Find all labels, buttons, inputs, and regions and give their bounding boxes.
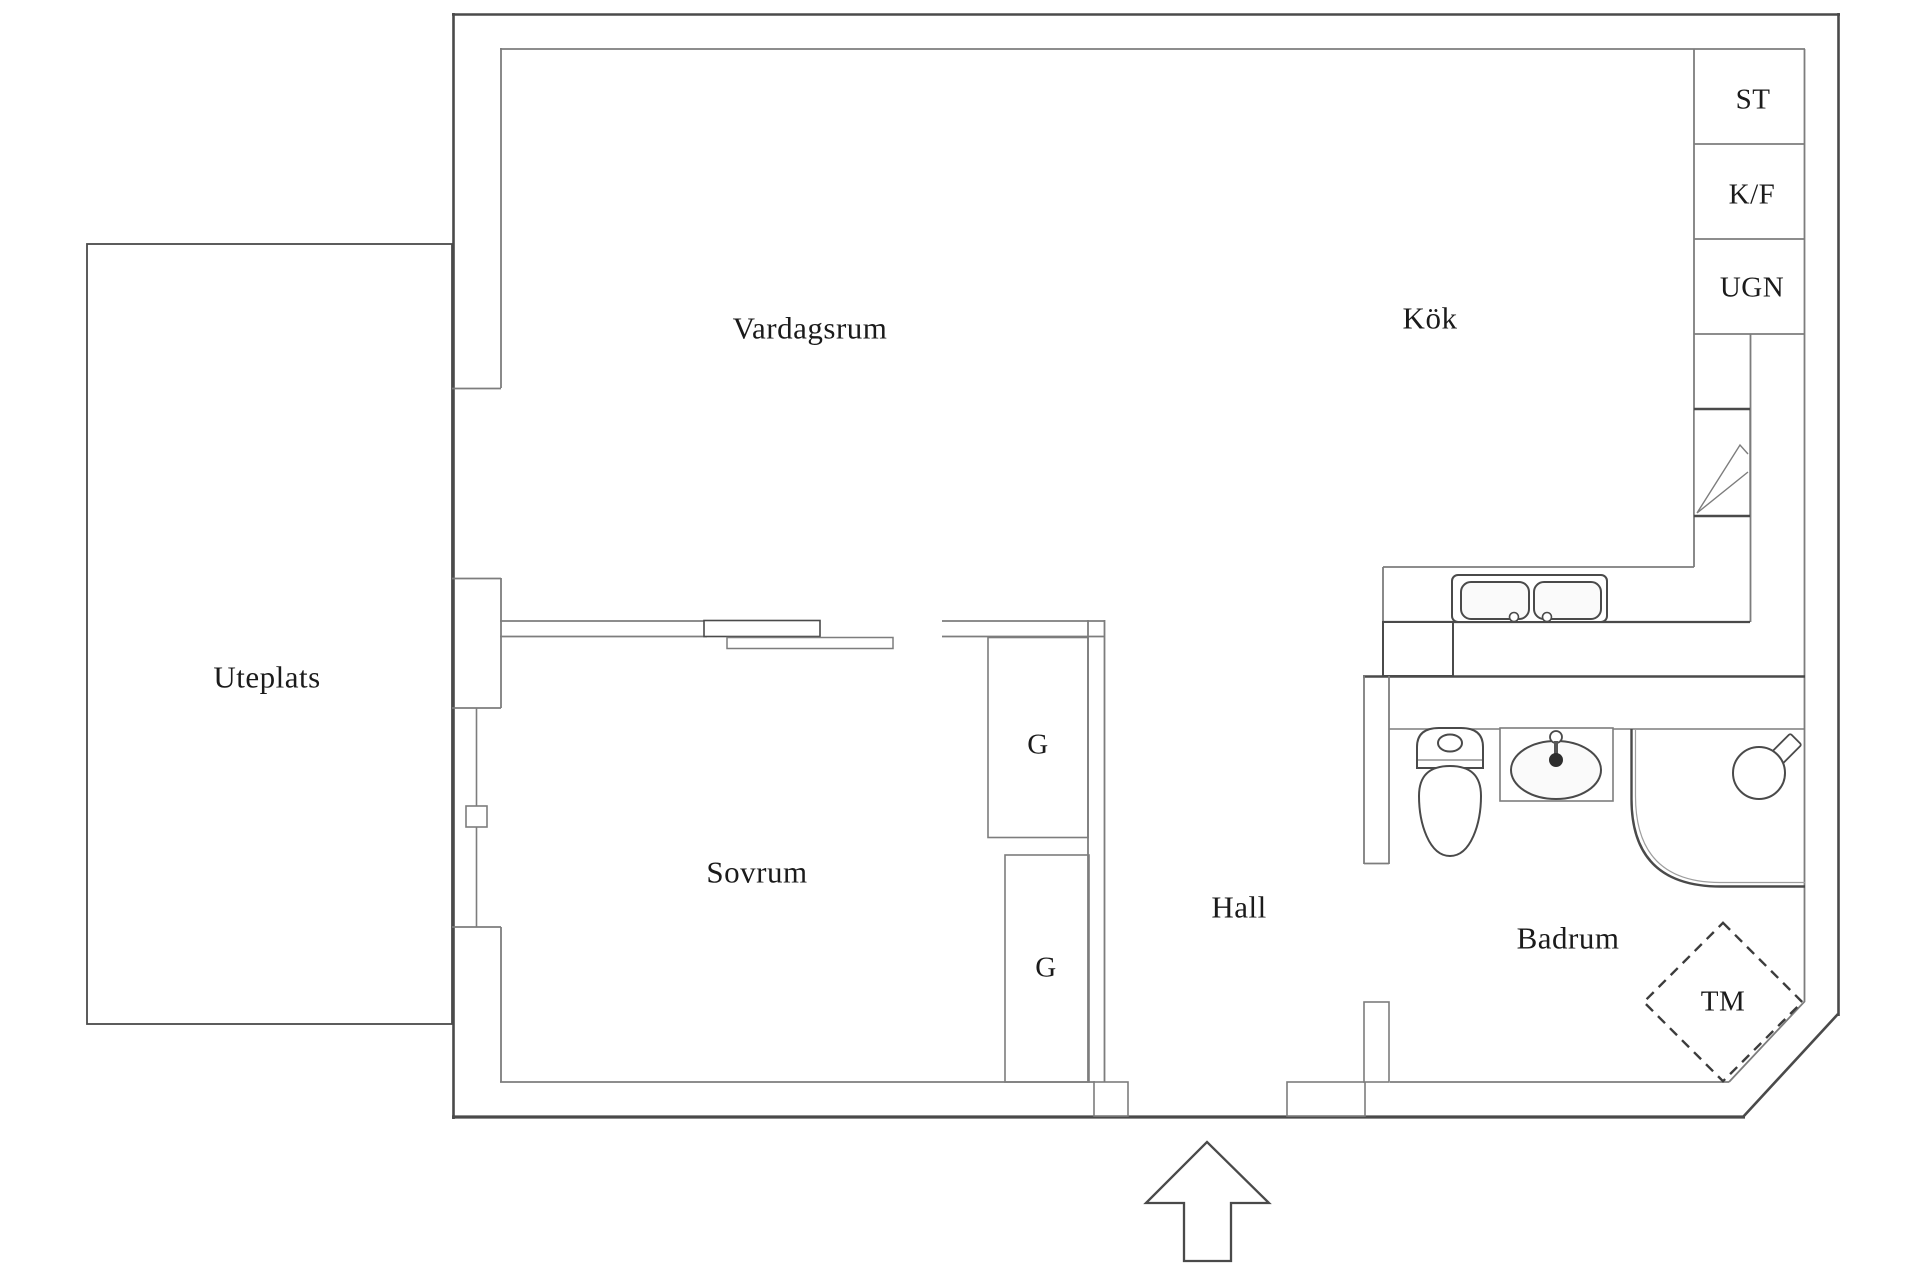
- sink-drain: [1508, 611, 1520, 623]
- kitchen-sink-icon: [1451, 574, 1608, 623]
- window-handle: [465, 805, 488, 828]
- sliding-door-panel: [726, 636, 894, 650]
- closet-label-lower: G: [1035, 951, 1057, 984]
- faucet-stem: [1554, 741, 1558, 757]
- entrance-arrow-icon: [1143, 1140, 1272, 1263]
- window-icon: [452, 707, 501, 928]
- room-label-sovrum: Sovrum: [706, 854, 808, 890]
- corner-cabinet-box: [1693, 408, 1751, 517]
- unit-label-kf: K/F: [1728, 178, 1776, 211]
- wall-segment-chamfer: [1742, 1013, 1839, 1118]
- washing-machine-icon: [1642, 921, 1804, 1083]
- kitchen-counter: [1382, 334, 1752, 677]
- wall-segment-chamfer: [1728, 1000, 1806, 1083]
- room-label-hall: Hall: [1211, 889, 1267, 925]
- sink-basin-right: [1533, 581, 1602, 620]
- room-label-badrum: Badrum: [1516, 920, 1620, 956]
- shower-head-icon: [1732, 733, 1802, 800]
- sliding-door-panel: [703, 619, 821, 638]
- shower-icon: [1630, 729, 1805, 888]
- closet-g-lower-box: [1004, 854, 1090, 1083]
- toilet-icon: [1416, 727, 1484, 858]
- door-pier: [1286, 1081, 1366, 1117]
- wall-pier: [1363, 1001, 1390, 1083]
- unit-label-tm: TM: [1700, 985, 1746, 1018]
- sliding-door-icon: [703, 619, 894, 650]
- unit-label-ugn: UGN: [1719, 271, 1785, 304]
- outer-walls: [452, 13, 1840, 1119]
- closet-g-upper-box: [987, 636, 1089, 839]
- door-pier: [1093, 1081, 1129, 1117]
- toilet-bowl: [1417, 764, 1483, 858]
- room-label-kok: Kök: [1402, 300, 1458, 336]
- unit-label-st: ST: [1735, 83, 1771, 116]
- sink-basin-left: [1460, 581, 1530, 620]
- closet-label-upper: G: [1027, 728, 1049, 761]
- patio-outline: [86, 243, 453, 1025]
- room-label-vardagsrum: Vardagsrum: [732, 310, 888, 346]
- bathroom-sink-icon: [1499, 727, 1614, 802]
- inner-walls: [452, 48, 1806, 1117]
- cabinet-swing-lines: [1696, 443, 1749, 514]
- toilet-flush-button: [1437, 733, 1463, 753]
- sink-drain: [1541, 611, 1553, 623]
- corner-cabinet-icon: [1693, 407, 1751, 518]
- shower-head: [1732, 746, 1786, 800]
- faucet-base: [1549, 753, 1563, 767]
- shower-edge: [1630, 729, 1805, 888]
- shower-edge-inner: [1634, 729, 1805, 884]
- wall-pier: [1382, 621, 1454, 677]
- room-label-uteplats: Uteplats: [213, 659, 321, 695]
